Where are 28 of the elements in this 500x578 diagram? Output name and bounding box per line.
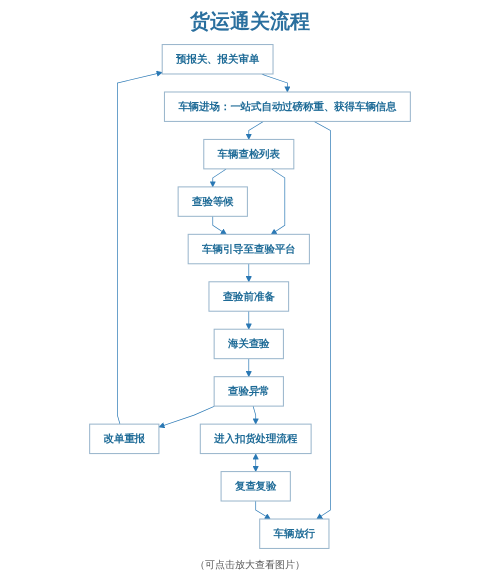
caption: （可点击放大查看图片） <box>195 558 305 572</box>
node-box: 改单重报 <box>89 424 160 454</box>
node-box: 查验等候 <box>178 186 248 217</box>
node-box: 查验异常 <box>214 376 284 407</box>
arrow <box>158 406 216 428</box>
arrow <box>246 358 252 377</box>
node-box: 车辆放行 <box>259 518 330 549</box>
arrow <box>246 263 252 282</box>
arrow <box>246 121 264 140</box>
node-box: 复查复验 <box>220 471 291 502</box>
arrow <box>246 310 252 330</box>
arrow <box>117 70 162 424</box>
arrow <box>210 168 227 188</box>
node-box: 车辆进场：一站式自动过磅称重、获得车辆信息 <box>164 91 411 122</box>
node-box: 车辆查检列表 <box>203 138 294 170</box>
arrow <box>260 74 290 92</box>
node-box: 查验前准备 <box>208 281 290 312</box>
diagram-title: 货运通关流程 <box>190 8 310 35</box>
arrow <box>212 216 227 235</box>
node-box: 海关查验 <box>214 328 284 360</box>
node-box: 车辆引导至查验平台 <box>188 234 310 264</box>
arrow <box>255 500 271 520</box>
arrow <box>314 121 331 520</box>
node-box: 进入扣货处理流程 <box>200 424 312 454</box>
node-box: 预报关、报关审单 <box>162 44 274 74</box>
arrow <box>270 168 286 235</box>
arrow <box>252 406 259 424</box>
arrow <box>252 454 259 472</box>
